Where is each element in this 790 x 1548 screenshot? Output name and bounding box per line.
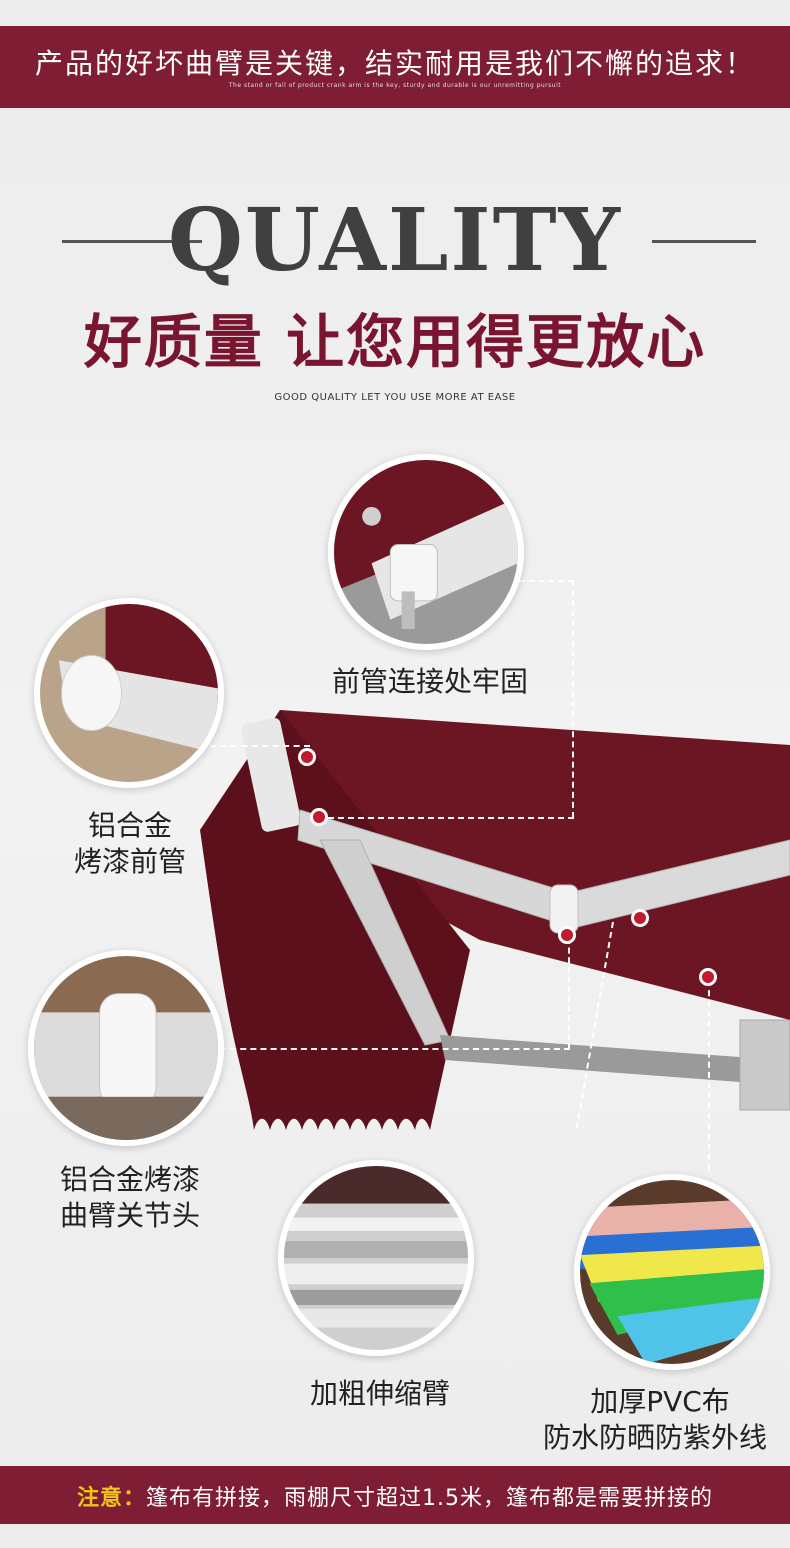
- photo-elbow-joint: [28, 950, 224, 1146]
- marker-dot-elbow: [558, 926, 576, 944]
- photo-pvc-fabric: [574, 1174, 770, 1370]
- quality-heading: QUALITY: [167, 190, 623, 291]
- photo-front-joint: [328, 454, 524, 650]
- marker-dot-arm: [631, 909, 649, 927]
- marker-dot-front-tube: [298, 748, 316, 766]
- label-front-tube-line1: 铝合金: [87, 809, 172, 842]
- connector-front-joint-v: [572, 580, 574, 818]
- connector-front-joint-top: [470, 580, 574, 582]
- connector-front-joint-h: [318, 817, 574, 819]
- marker-dot-front-joint: [310, 808, 328, 826]
- label-fabric-line1: 加厚PVC布: [590, 1385, 730, 1418]
- notice-text: 篷布有拼接，雨棚尺寸超过1.5米，篷布都是需要拼接的: [146, 1486, 713, 1511]
- label-telescopic-arm: 加粗伸缩臂: [309, 1377, 450, 1410]
- top-banner-title: 产品的好坏曲臂是关键，结实耐用是我们不懈的追求！: [34, 47, 755, 80]
- connector-fabric-v: [708, 980, 710, 1170]
- headline-chinese: 好质量 让您用得更放心: [83, 308, 707, 376]
- top-banner-subtitle: The stand or fall of product crank arm i…: [228, 82, 562, 89]
- heading-rule-right: [652, 240, 756, 243]
- bottom-notice-banner: 注意：篷布有拼接，雨棚尺寸超过1.5米，篷布都是需要拼接的: [0, 1466, 790, 1524]
- top-banner: 产品的好坏曲臂是关键，结实耐用是我们不懈的追求！ The stand or fa…: [0, 26, 790, 108]
- label-elbow-line1: 铝合金烤漆: [59, 1163, 200, 1196]
- headline-english: GOOD QUALITY LET YOU USE MORE AT EASE: [274, 392, 516, 403]
- label-fabric-line2: 防水防晒防紫外线: [542, 1421, 767, 1454]
- heading-rule-left: [62, 240, 202, 243]
- marker-dot-fabric: [699, 968, 717, 986]
- photo-telescopic-arm: [278, 1160, 474, 1356]
- label-elbow-line2: 曲臂关节头: [59, 1199, 200, 1232]
- connector-elbow-v: [568, 938, 570, 1050]
- awning-product-image: [180, 690, 790, 1140]
- label-front-tube-line2: 烤漆前管: [73, 845, 186, 878]
- connector-front-tube: [210, 745, 310, 747]
- notice-text-row: 注意：篷布有拼接，雨棚尺寸超过1.5米，篷布都是需要拼接的: [0, 1480, 790, 1512]
- label-front-joint: 前管连接处牢固: [331, 665, 528, 698]
- photo-front-tube: [34, 598, 224, 788]
- connector-elbow: [220, 1048, 570, 1050]
- notice-prefix: 注意：: [76, 1486, 146, 1511]
